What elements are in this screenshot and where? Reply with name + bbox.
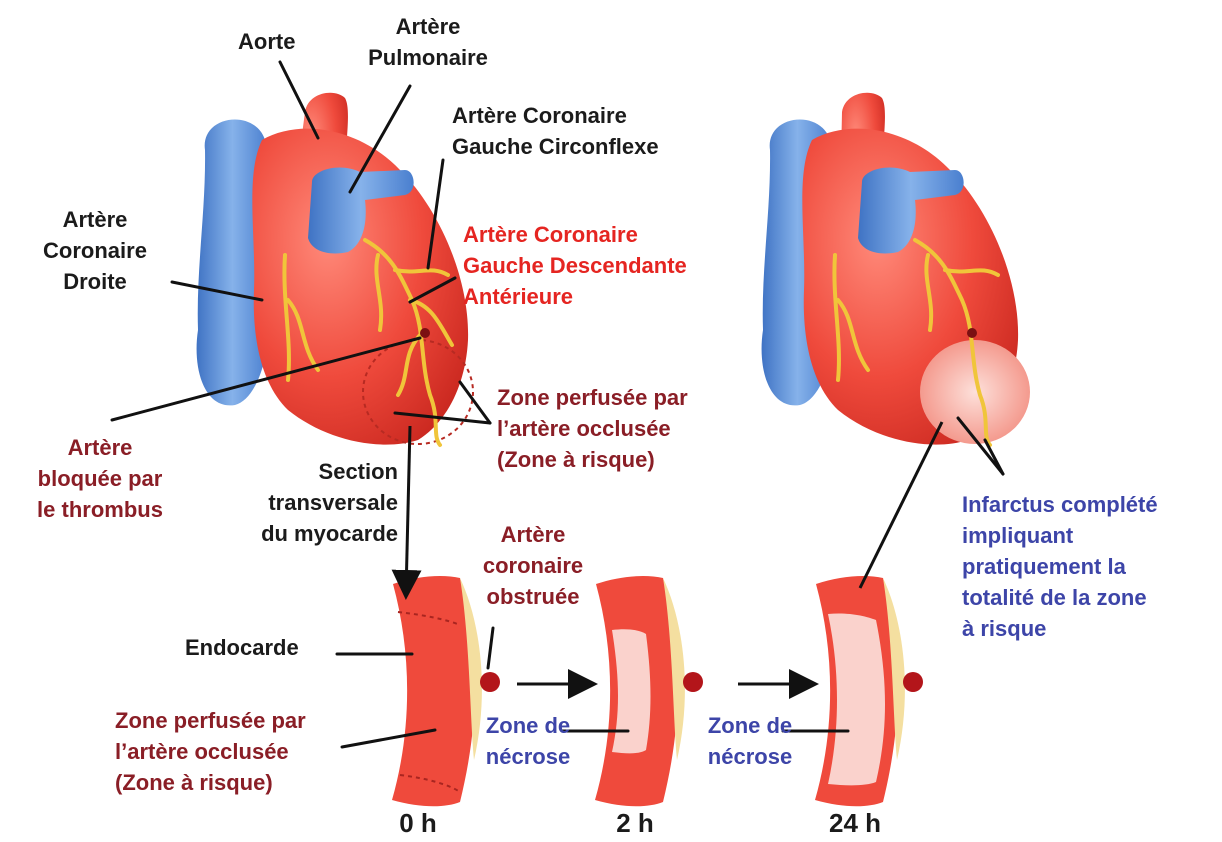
- timepoint-2h: 2 h: [595, 808, 675, 839]
- timepoint-0h: 0 h: [378, 808, 458, 839]
- timepoint-24h: 24 h: [810, 808, 900, 839]
- label-artere-obstruee: Artère coronaire obstruée: [458, 519, 608, 612]
- label-endocarde: Endocarde: [185, 632, 299, 663]
- leader-obstruee: [488, 628, 493, 668]
- label-artere-pulmonaire: Artère Pulmonaire: [348, 11, 508, 73]
- label-necrose-2h: Zone de nécrose: [478, 710, 578, 772]
- heart-left: [197, 93, 473, 445]
- label-necrose-24h: Zone de nécrose: [700, 710, 800, 772]
- heart-right: [762, 93, 1030, 445]
- occluded-artery-dot-2h: [683, 672, 703, 692]
- arrow-down-section: [406, 426, 410, 594]
- leader-zone-risque-b: [460, 382, 490, 423]
- label-section-transversale: Section transversale du myocarde: [238, 456, 398, 549]
- label-aorte: Aorte: [238, 26, 295, 57]
- label-zone-perfusee-bas: Zone perfusée par l’artère occlusée (Zon…: [115, 705, 306, 798]
- occluded-artery-dot-0h: [480, 672, 500, 692]
- section-24h: [815, 576, 923, 806]
- label-coronaire-circonflexe: Artère Coronaire Gauche Circonflexe: [452, 100, 659, 162]
- label-infarctus: Infarctus complété impliquant pratiqueme…: [962, 489, 1158, 644]
- section-2h: [595, 576, 703, 806]
- label-zone-perfusee-haut: Zone perfusée par l’artère occlusée (Zon…: [497, 382, 688, 475]
- arrow-section-to-heart: [860, 422, 942, 588]
- thrombus-right: [967, 328, 977, 338]
- thrombus-left: [420, 328, 430, 338]
- label-coronaire-droite: Artère Coronaire Droite: [20, 204, 170, 297]
- occluded-artery-dot-24h: [903, 672, 923, 692]
- label-artere-bloquee: Artère bloquée par le thrombus: [20, 432, 180, 525]
- label-coronaire-descendante: Artère Coronaire Gauche Descendante Anté…: [463, 219, 687, 312]
